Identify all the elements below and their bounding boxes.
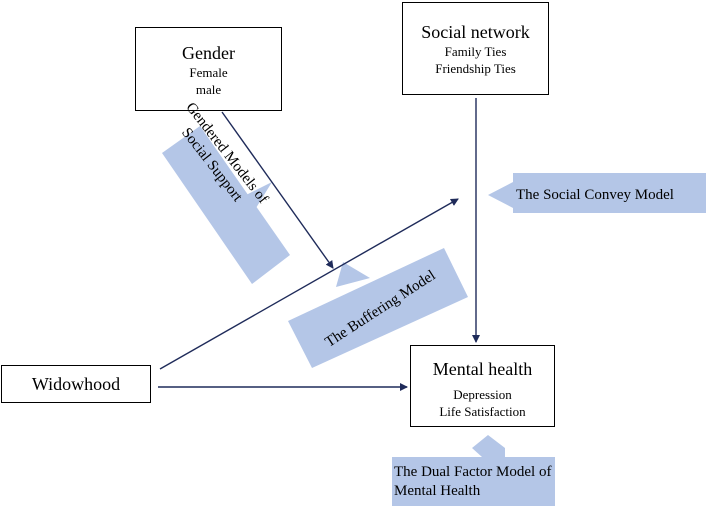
gender-title: Gender	[182, 43, 235, 63]
gendered-callout	[162, 126, 290, 284]
dual-factor-callout	[389, 435, 555, 506]
buffering-arrowhead	[336, 262, 370, 287]
social-convey-label: The Social Convey Model	[516, 187, 674, 203]
widowhood-to-social-arrow	[159, 198, 459, 370]
social-convey-callout	[488, 173, 706, 213]
widowhood-node: Widowhood	[1, 365, 151, 403]
gender-node: Gender Female male	[135, 27, 282, 111]
social-network-title: Social network	[421, 22, 530, 42]
mental-health-node: Mental health Depression Life Satisfacti…	[410, 345, 555, 427]
gendered-arrowhead	[242, 182, 272, 208]
mental-health-title: Mental health	[432, 359, 533, 379]
buffering-callout	[288, 248, 468, 368]
gender-item-female: Female	[189, 65, 228, 80]
social-network-node: Social network Family Ties Friendship Ti…	[402, 2, 549, 95]
mental-item-life-satisfaction: Life Satisfaction	[439, 404, 526, 419]
widowhood-title: Widowhood	[31, 374, 121, 394]
dual-factor-label: The Dual Factor Model of Mental Health	[394, 463, 551, 501]
mental-item-depression: Depression	[453, 387, 512, 402]
gender-to-path-arrow	[221, 111, 334, 269]
social-item-friendship: Friendship Ties	[435, 61, 516, 76]
dual-factor-label-line1: The Dual Factor Model of	[394, 464, 552, 480]
dual-factor-label-line2: Mental Health	[394, 483, 481, 499]
gender-item-male: male	[195, 82, 222, 97]
social-item-family: Family Ties	[444, 44, 507, 59]
